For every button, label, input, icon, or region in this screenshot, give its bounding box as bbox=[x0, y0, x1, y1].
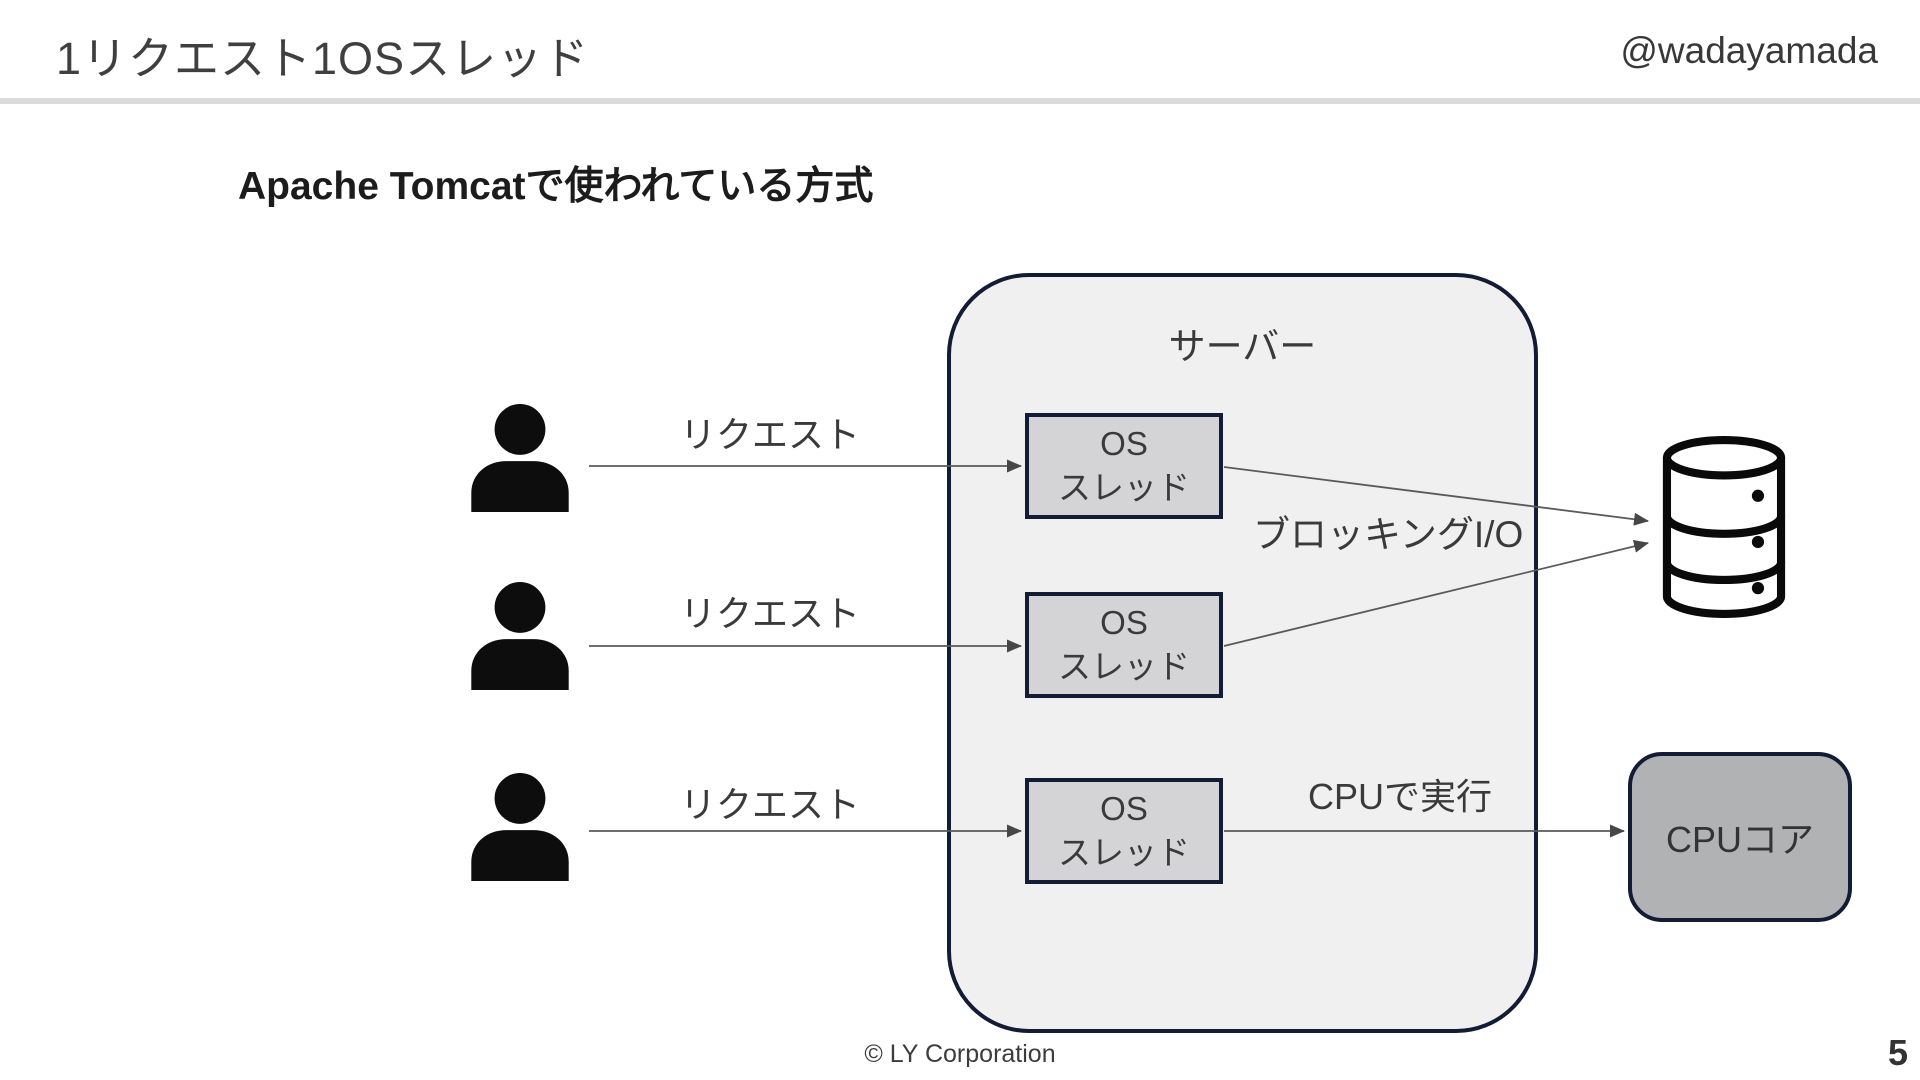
author-handle: @wadayamada bbox=[1620, 30, 1878, 71]
user-icon bbox=[471, 582, 569, 690]
os-thread-label-line2: スレッド bbox=[1058, 469, 1190, 506]
server-label: サーバー bbox=[1168, 326, 1317, 367]
os-thread-box: OS スレッド bbox=[1025, 413, 1223, 519]
cpu-core-label: CPUコア bbox=[1665, 819, 1814, 860]
request-label: リクエスト bbox=[679, 593, 860, 634]
os-thread-label-line1: OS bbox=[1100, 790, 1148, 827]
footer-copyright: © LY Corporation bbox=[864, 1040, 1056, 1068]
os-thread-label-line1: OS bbox=[1100, 425, 1148, 462]
os-thread-label-line1: OS bbox=[1100, 604, 1148, 641]
os-thread-label-line2: スレッド bbox=[1058, 834, 1190, 871]
page-title: 1リクエスト1OSスレッド bbox=[56, 33, 590, 84]
os-thread-box: OS スレッド bbox=[1025, 778, 1223, 884]
database-icon bbox=[1662, 436, 1786, 618]
request-label: リクエスト bbox=[679, 784, 860, 825]
cpu-exec-label: CPUで実行 bbox=[1307, 776, 1492, 817]
blocking-io-label: ブロッキングI/O bbox=[1253, 514, 1524, 555]
slide-subtitle: Apache Tomcatで使われている方式 bbox=[238, 165, 874, 208]
user-icon bbox=[471, 404, 569, 512]
os-thread-box: OS スレッド bbox=[1025, 592, 1223, 698]
header-divider bbox=[0, 98, 1920, 104]
page-number: 5 bbox=[1887, 1032, 1908, 1073]
cpu-core-box: CPUコア bbox=[1628, 752, 1852, 922]
os-thread-label-line2: スレッド bbox=[1058, 648, 1190, 685]
request-label: リクエスト bbox=[679, 414, 860, 455]
user-icon bbox=[471, 773, 569, 881]
